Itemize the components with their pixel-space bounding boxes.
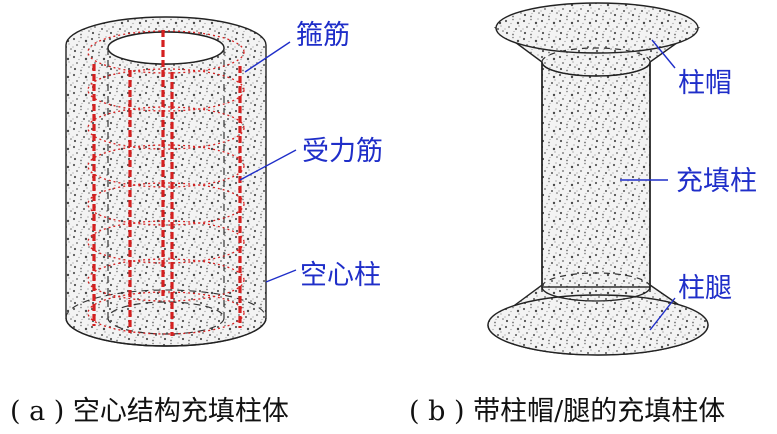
cap-junction-front (541, 61, 651, 77)
hollow-column-drawing: 箍筋 受力筋 空心柱 ( a ) 空心结构充填柱体 (10, 16, 383, 427)
hollow-column-bottom-rim (65, 317, 267, 347)
label-stirrup: 箍筋 (296, 20, 350, 51)
label-filling-column: 充填柱 (676, 166, 757, 197)
capped-column-drawing: 柱帽 充填柱 柱腿 ( b ) 带柱帽/腿的充填柱体 (409, 2, 757, 427)
leader-column-cap (651, 39, 676, 69)
label-column-cap: 柱帽 (678, 68, 732, 99)
label-column-leg: 柱腿 (678, 273, 732, 304)
outer-bottom-hidden (65, 289, 267, 319)
leader-stirrup (244, 41, 291, 73)
leader-longitudinal (239, 149, 297, 181)
stirrup (87, 30, 245, 74)
stirrups (87, 30, 245, 335)
leg-junction-front (541, 286, 651, 302)
leader-column-leg (649, 297, 676, 331)
stirrup (87, 220, 245, 264)
stirrup (87, 106, 245, 150)
stirrup (87, 144, 245, 188)
leg-junction-back (541, 272, 651, 288)
hollow-column-body (65, 16, 267, 347)
cap-junction-back (541, 47, 651, 63)
caption-b: ( b ) 带柱帽/腿的充填柱体 (409, 396, 725, 427)
stirrup (87, 291, 245, 335)
stirrup (87, 258, 245, 302)
caption-a: ( a ) 空心结构充填柱体 (10, 396, 289, 427)
longitudinal-bars (92, 30, 242, 336)
label-hollow-column: 空心柱 (300, 260, 381, 291)
inner-hole-top (107, 31, 225, 65)
label-longitudinal: 受力筋 (302, 136, 383, 167)
column-cap-top (495, 2, 699, 54)
stirrup (87, 68, 245, 112)
leader-hollow-column (265, 269, 297, 283)
column-leg-base-top (487, 294, 709, 356)
filling-column-shaft (541, 61, 651, 288)
inner-hole-bottom (107, 301, 225, 335)
stirrup (87, 182, 245, 226)
